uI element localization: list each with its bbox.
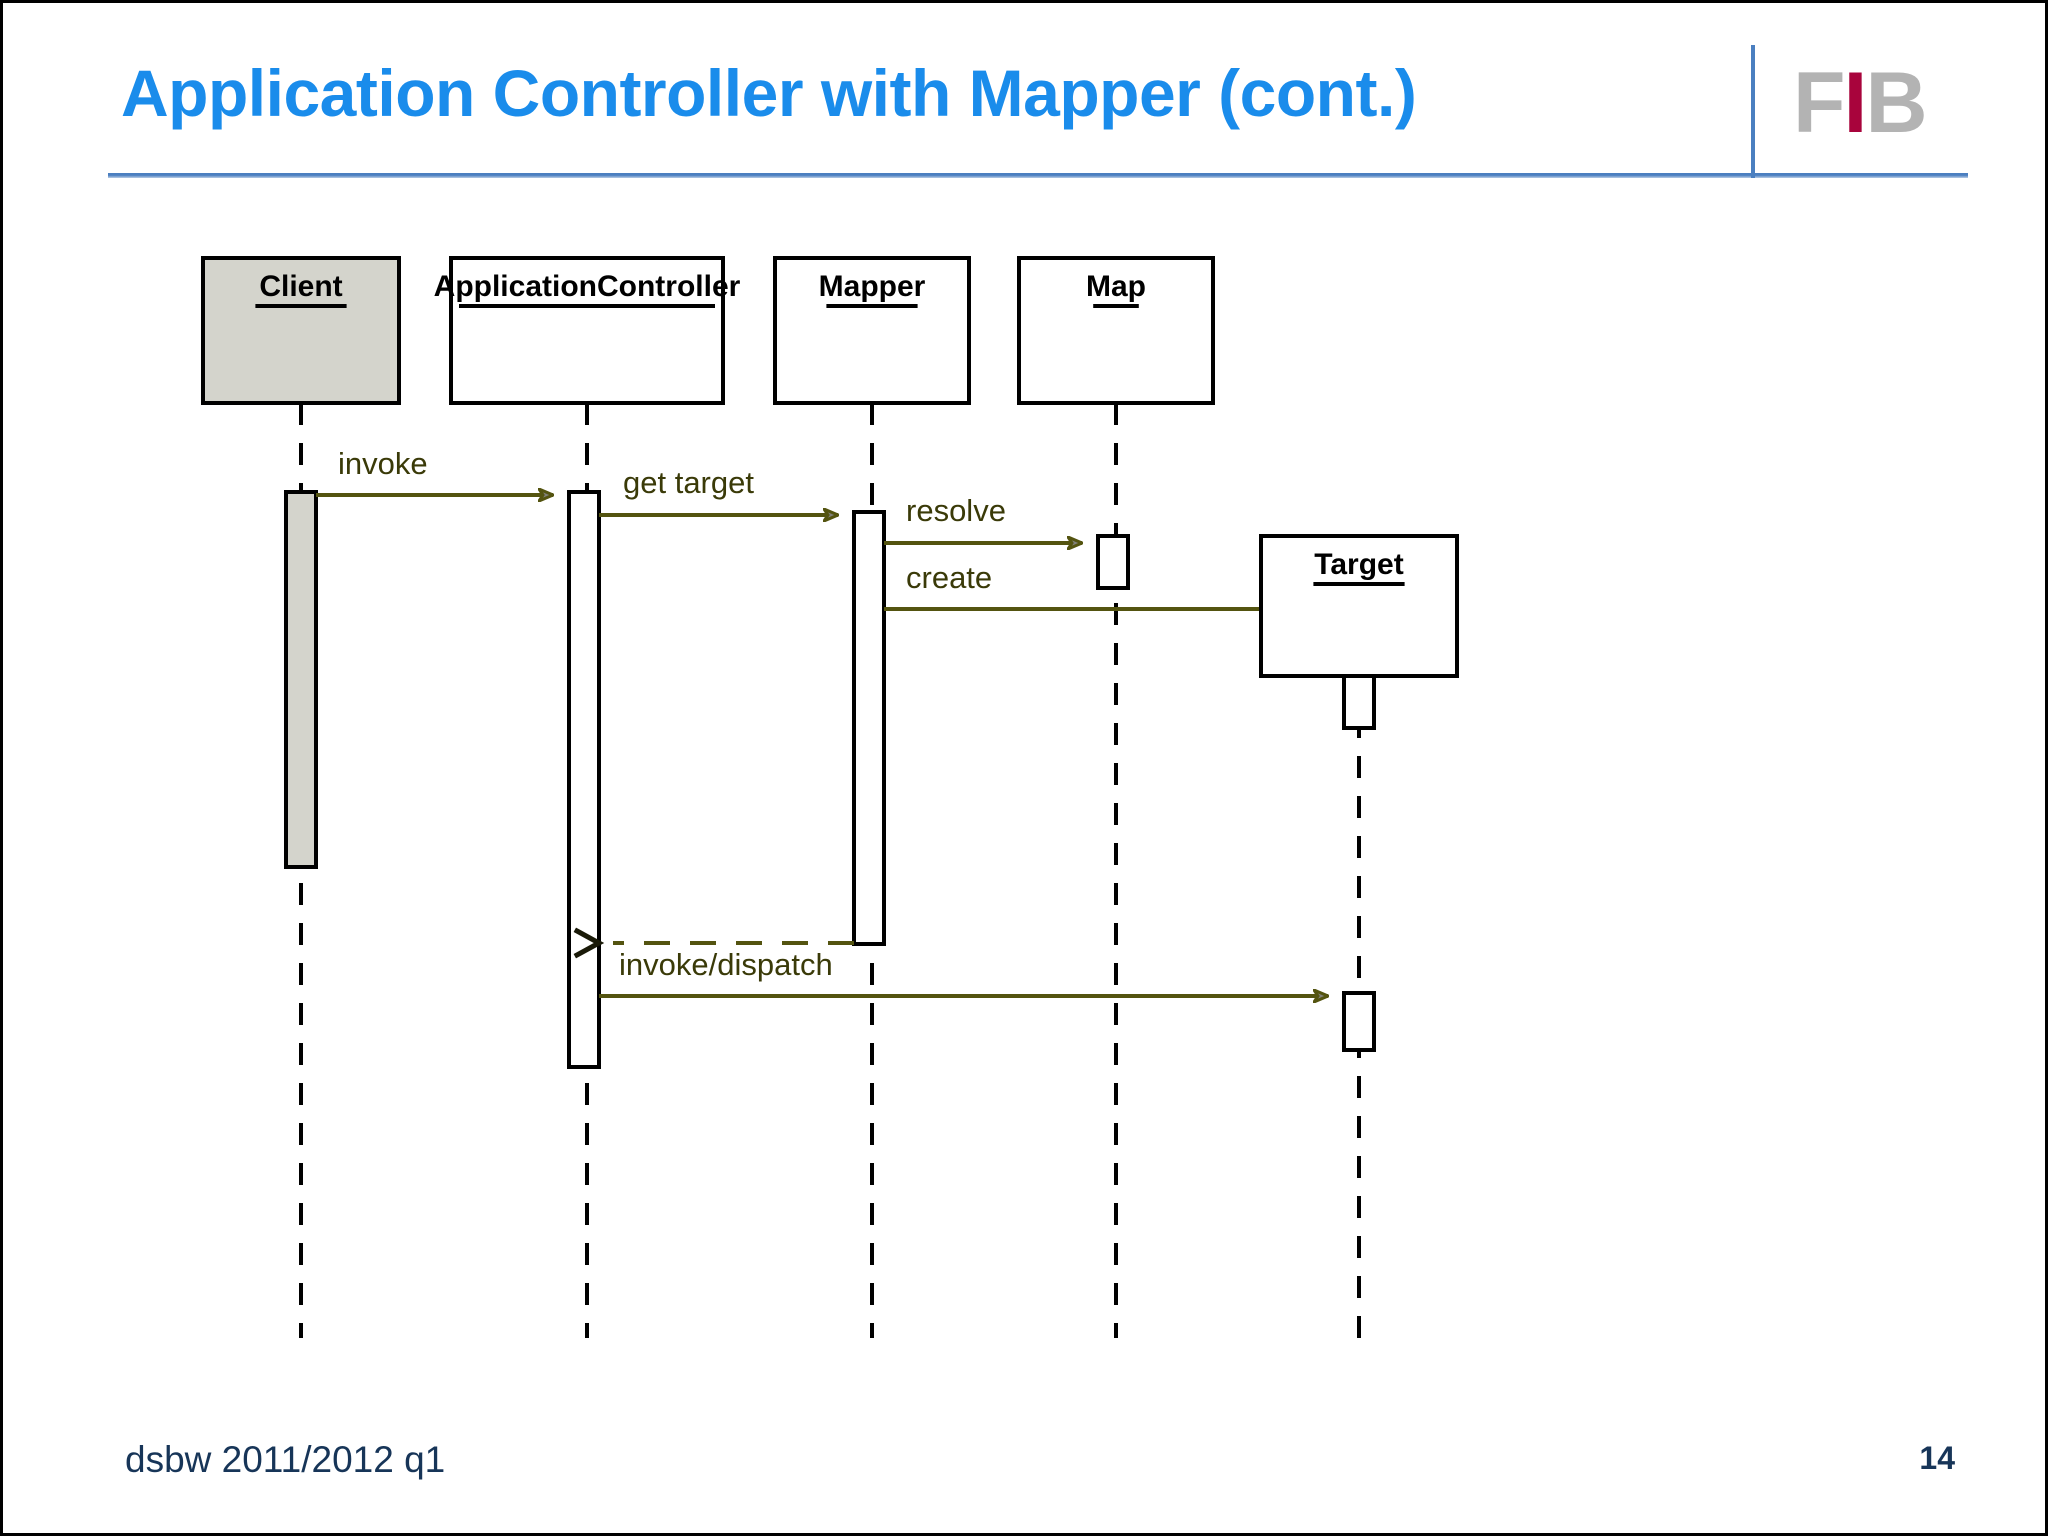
fib-logo-letter-i: I [1843,55,1868,151]
message-arrowhead-m5 [573,927,605,959]
message-label-m2: get target [623,465,754,500]
title-divider-rule [108,173,1968,178]
message-label-m1: invoke [338,446,428,481]
message-m1: invoke [316,446,553,495]
participant-box-map [1017,256,1215,405]
sequence-diagram: invoke get target resolve create invoke/disp… [3,203,2045,1383]
activation-bar-target-5 [1342,991,1376,1052]
participant-label-map: Map [1086,270,1146,303]
message-m5 [573,927,854,959]
participant-box-target [1259,534,1459,678]
participant-box-client [201,256,401,405]
page-title: Application Controller with Mapper (cont… [121,56,1417,130]
fib-logo-letter-f: F [1793,55,1846,151]
participant-label-appctrl: ApplicationController [434,270,741,303]
activation-bar-mapper-2 [852,510,886,946]
lifelines-layer [299,403,1361,1338]
fib-logo-letter-b: B [1865,55,1927,151]
participant-label-target: Target [1314,548,1403,581]
slide-page-number: 14 [1919,1440,1955,1476]
activation-bar-target-4 [1342,674,1376,730]
message-label-m3: resolve [906,493,1006,528]
messages-layer: invoke get target resolve create invoke/disp… [316,446,1343,996]
message-m2: get target [599,465,838,515]
message-label-m4: create [906,560,992,595]
slide-header: Application Controller with Mapper (cont… [3,3,2045,183]
activation-bar-client-0 [284,490,318,869]
participant-box-appctrl [449,256,725,405]
participant-box-mapper [773,256,971,405]
fib-logo: F I B [1793,55,1973,151]
participant-label-client: Client [259,270,342,303]
footer-course-label: dsbw 2011/2012 q1 [125,1439,446,1480]
message-m3: resolve [884,493,1082,543]
header-vertical-divider [1751,45,1755,178]
message-label-m6: invoke/dispatch [619,947,833,982]
activation-bar-appctrl-1 [567,490,601,1069]
activation-bar-map-3 [1096,534,1130,590]
participant-label-mapper: Mapper [819,270,926,303]
sequence-diagram-canvas: invoke get target resolve create invoke/disp… [201,256,1459,1338]
participant-labels-layer: Client ApplicationController Mapper MapTarg… [201,256,1459,678]
message-m6: invoke/dispatch [599,947,1328,996]
